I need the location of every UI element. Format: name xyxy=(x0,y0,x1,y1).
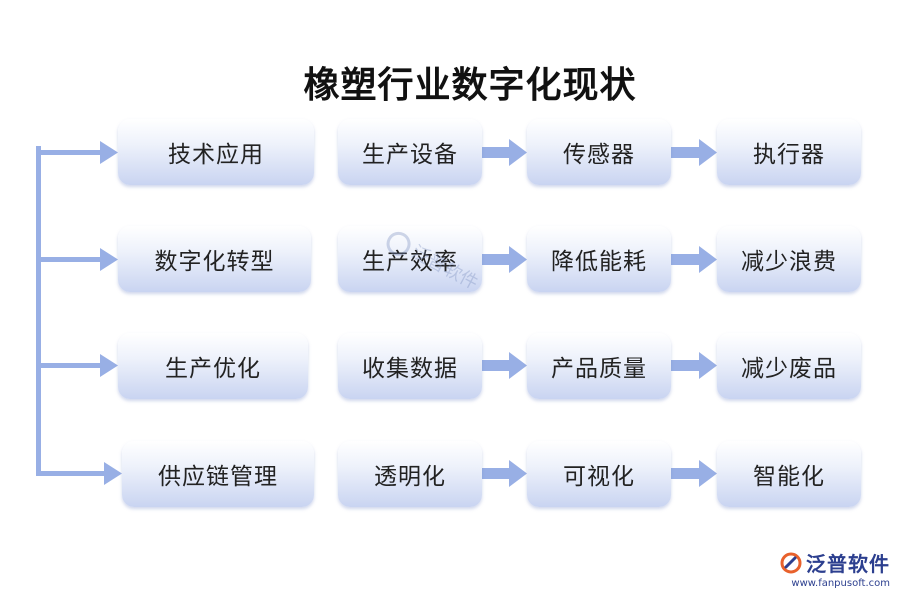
node-row-3-col-3: 产品质量 xyxy=(527,333,671,399)
node-row-1-col-1: 技术应用 xyxy=(118,119,314,185)
flow-arrow-row-1-2 xyxy=(671,139,717,166)
node-row-3-col-2: 收集数据 xyxy=(338,333,482,399)
branch-arrow-row-2 xyxy=(38,248,118,271)
flow-arrow-row-1-1 xyxy=(482,139,527,166)
node-row-1-col-4: 执行器 xyxy=(717,119,861,185)
node-row-2-col-3: 降低能耗 xyxy=(527,226,671,292)
branch-arrow-row-1 xyxy=(38,141,118,164)
trunk-line xyxy=(36,146,41,476)
node-row-1-col-3: 传感器 xyxy=(527,119,671,185)
node-row-2-col-1: 数字化转型 xyxy=(118,226,311,292)
flow-arrow-row-3-2 xyxy=(671,352,717,379)
flow-arrow-row-4-1 xyxy=(482,460,527,487)
flow-arrow-row-4-2 xyxy=(671,460,717,487)
brand-logo-icon xyxy=(780,552,802,573)
branch-arrow-row-3 xyxy=(38,354,118,377)
node-row-4-col-2: 透明化 xyxy=(338,441,482,507)
node-row-4-col-1: 供应链管理 xyxy=(122,441,314,507)
brand-url: www.fanpusoft.com xyxy=(791,578,890,589)
flow-arrow-row-2-2 xyxy=(671,246,717,273)
node-row-3-col-4: 减少废品 xyxy=(717,333,861,399)
node-row-3-col-1: 生产优化 xyxy=(118,333,308,399)
page-title: 橡塑行业数字化现状 xyxy=(303,64,637,106)
node-row-4-col-3: 可视化 xyxy=(527,441,671,507)
node-row-2-col-4: 减少浪费 xyxy=(717,226,861,292)
branch-arrow-row-4 xyxy=(38,462,122,485)
node-row-1-col-2: 生产设备 xyxy=(338,119,482,185)
flow-arrow-row-2-1 xyxy=(482,246,527,273)
flow-arrow-row-3-1 xyxy=(482,352,527,379)
brand-logo: 泛普软件 www.fanpusoft.com xyxy=(760,548,890,589)
node-row-2-col-2: 生产效率 xyxy=(338,226,482,292)
node-row-4-col-4: 智能化 xyxy=(717,441,861,507)
brand-name: 泛普软件 xyxy=(806,552,890,576)
